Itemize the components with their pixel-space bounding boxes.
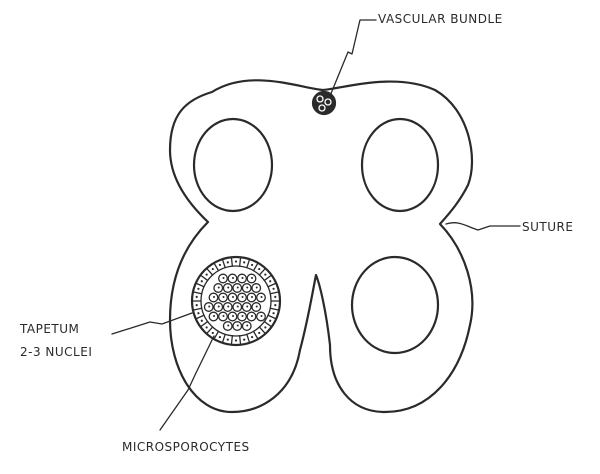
microsporocyte-nucleus	[251, 277, 253, 279]
tapetum-cell-wall	[264, 275, 271, 280]
anther-outline	[170, 80, 472, 412]
tapetum-cell-wall	[247, 334, 250, 343]
tapetum-nucleus	[274, 304, 276, 306]
tapetum-cell-wall	[268, 315, 276, 319]
microsporocyte-nucleus	[251, 296, 253, 298]
microsporocyte-nucleus	[218, 306, 220, 308]
tapetum-nucleus	[269, 320, 271, 322]
microsporocyte-nucleus	[232, 296, 234, 298]
tapetum-nucleus	[264, 326, 266, 328]
tapetum-nucleus	[258, 268, 260, 270]
tapetum-nucleus	[235, 339, 237, 341]
tapetum-nuclei-label: 2-3 NUCLEI	[20, 345, 92, 359]
tapetum-label: TAPETUM	[19, 322, 79, 336]
tapetum-nucleus	[251, 336, 253, 338]
tapetum-nucleus	[212, 268, 214, 270]
tapetum-cell-wall	[231, 336, 232, 345]
tapetum-nucleus	[274, 296, 276, 298]
microsporocyte-nucleus	[223, 296, 225, 298]
microsporocyte-nucleus	[261, 315, 263, 317]
tapetum-cell-wall	[222, 259, 225, 268]
tapetum-cell-wall	[196, 315, 204, 319]
tapetum-cell-wall	[264, 322, 271, 327]
vascular-bundle-label: VASCULAR BUNDLE	[378, 12, 503, 26]
microsporocyte-nucleus	[242, 296, 244, 298]
microsporocyte-nucleus	[237, 287, 239, 289]
tapetum-cell-wall	[270, 308, 279, 310]
tapetum-cell-wall	[231, 257, 232, 266]
microsporocyte-nucleus	[232, 315, 234, 317]
tapetum-cell-wall	[222, 334, 225, 343]
tapetum-nucleus	[258, 332, 260, 334]
tapetum-nucleus	[201, 280, 203, 282]
tapetum-nucleus	[206, 273, 208, 275]
tapetum-cell-wall	[240, 257, 241, 266]
tapetum-cell-wall	[247, 259, 250, 268]
vascular-bundle	[313, 92, 335, 114]
microsporocyte-nucleus	[246, 306, 248, 308]
suture-leader	[446, 223, 520, 230]
tapetum-cell-wall	[270, 292, 279, 294]
tapetum-leader	[112, 313, 192, 334]
tapetum-cell-wall	[196, 283, 204, 287]
tapetum-nucleus	[227, 261, 229, 263]
tapetum-nucleus	[227, 339, 229, 341]
tapetum-nucleus	[219, 264, 221, 266]
microsporocyte-nucleus	[246, 287, 248, 289]
microsporocyte-nucleus	[261, 296, 263, 298]
microsporocyte-nucleus	[237, 306, 239, 308]
tapetum-cell-wall	[268, 283, 276, 287]
microsporocytes-mass	[204, 274, 265, 330]
tapetum-nucleus	[196, 296, 198, 298]
tapetum-cell-wall	[200, 322, 207, 327]
microsporocyte-nucleus	[227, 287, 229, 289]
microsporocyte-nucleus	[242, 315, 244, 317]
tapetum-nucleus	[206, 326, 208, 328]
microsporocyte-nucleus	[251, 315, 253, 317]
tapetum-nucleus	[272, 312, 274, 314]
tapetum-cell-wall	[214, 331, 219, 339]
tapetum-nucleus	[235, 260, 237, 262]
microsporocyte-nucleus	[256, 287, 258, 289]
tapetum-nucleus	[243, 261, 245, 263]
microsporocyte-nucleus	[223, 277, 225, 279]
tapetum-cell-wall	[214, 263, 219, 271]
tapetum-nucleus	[219, 336, 221, 338]
tapetum-nucleus	[272, 288, 274, 290]
tapetum-cell-wall	[254, 331, 259, 339]
tapetum-nucleus	[264, 273, 266, 275]
microsporocyte-nucleus	[227, 325, 229, 327]
tapetum-nucleus	[212, 332, 214, 334]
tapetum-cell-wall	[240, 336, 241, 345]
microsporocytes-label: MICROSPOROCYTES	[122, 440, 250, 454]
microsporocyte-nucleus	[237, 325, 239, 327]
suture-label: SUTURE	[522, 220, 573, 234]
microsporocyte-nucleus	[246, 325, 248, 327]
locule-upper-right	[362, 119, 438, 211]
tapetum-nucleus	[196, 304, 198, 306]
tapetum-nucleus	[269, 280, 271, 282]
tapetum-nucleus	[197, 312, 199, 314]
microsporocyte-nucleus	[242, 277, 244, 279]
microsporocyte-nucleus	[256, 306, 258, 308]
tapetum-cell-wall	[254, 263, 259, 271]
microsporocyte-nucleus	[213, 296, 215, 298]
locule-upper-left	[194, 119, 272, 211]
tapetum-nucleus	[243, 339, 245, 341]
microsporocyte-nucleus	[213, 315, 215, 317]
microsporocyte-nucleus	[208, 306, 210, 308]
microsporocyte-nucleus	[218, 287, 220, 289]
tapetum-nucleus	[251, 264, 253, 266]
microsporocyte-nucleus	[223, 315, 225, 317]
locule-lower-right	[352, 257, 438, 353]
tapetum-cell-wall	[193, 308, 202, 310]
tapetum-nucleus	[197, 288, 199, 290]
sporangium-lower-left	[192, 257, 280, 345]
tapetum-cell-wall	[200, 275, 207, 280]
tapetum-cell-wall	[193, 292, 202, 294]
microsporocyte-nucleus	[227, 306, 229, 308]
tapetum-nucleus	[201, 320, 203, 322]
microsporocyte-nucleus	[232, 277, 234, 279]
